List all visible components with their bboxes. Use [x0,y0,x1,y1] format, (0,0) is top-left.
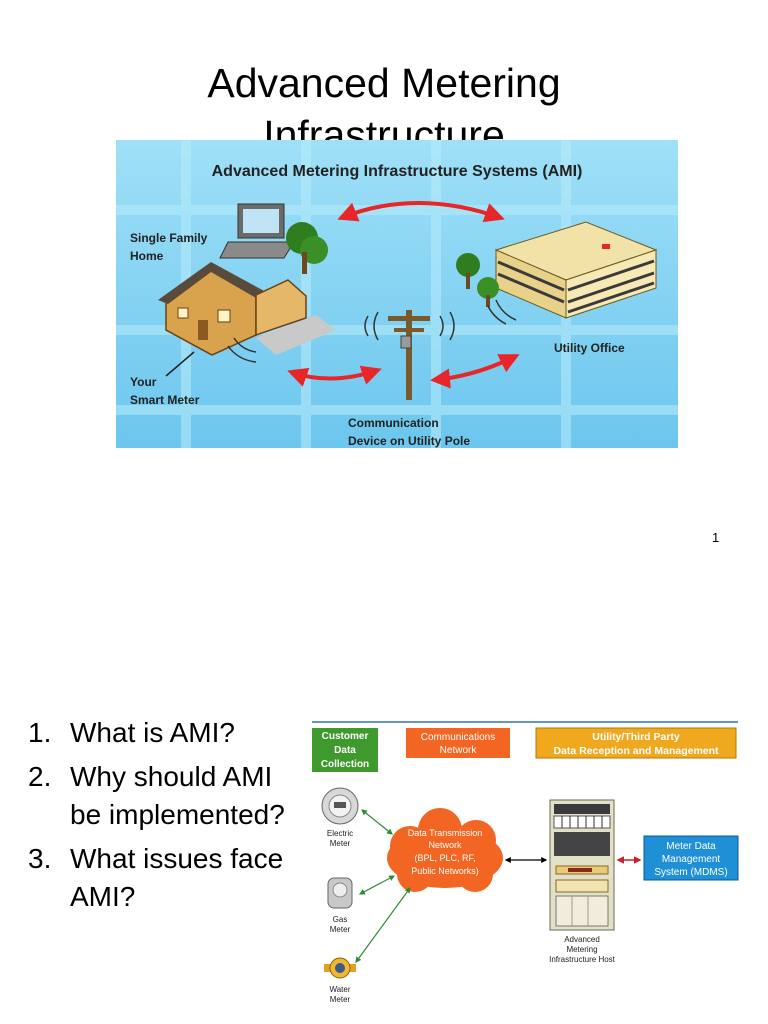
question-item: 1. What is AMI? [28,714,288,752]
water-meter-label-1: Water [329,985,350,994]
arrow-home-pole [287,365,382,387]
customer-box-line-3: Collection [321,759,369,770]
utility-data-box [535,727,737,759]
slide-1: Advanced Metering Infrastructure Advance… [0,57,768,545]
network-cloud-icon [387,808,503,892]
home-label-line-1: Single Family [130,231,208,245]
utility-box-line-2: Data Reception and Management [553,745,719,757]
cloud-line-3: (BPL, PLC, RF, [414,853,475,863]
question-item: 3. What issues face AMI? [28,840,288,916]
water-meter-label-2: Meter [330,995,351,1004]
electric-meter-label-2: Meter [330,839,351,848]
host-label-3: Infrastructure Host [549,955,616,964]
cloud-line-2: Network [428,840,462,850]
ami-systems-illustration: Advanced Metering Infrastructure Systems… [116,140,678,448]
gas-meter-label-2: Meter [330,925,351,934]
computer-icon [219,203,295,259]
ami-data-flow-diagram: Customer Data Collection Communications … [312,721,739,1004]
slide-title: Advanced Metering Infrastructure [0,57,768,161]
cloud-line-4: Public Networks) [411,866,479,876]
arrow-pole-office [430,354,520,389]
office-signal-icon [487,299,517,325]
ami-host-cabinet-icon [549,799,615,931]
utility-box-line-1: Utility/Third Party [592,731,680,743]
question-number: 2. [28,761,52,792]
host-label-1: Advanced [564,935,600,944]
meter-signal-icon [227,337,257,363]
utility-office-icon [494,221,658,319]
question-item: 2. Why should AMI be implemented? [28,758,288,834]
customer-data-box [312,728,378,772]
home-label-line-2: Home [130,249,164,263]
question-list: 1. What is AMI? 2. Why should AMI be imp… [28,714,288,922]
water-meter-icon [324,957,356,979]
question-number: 3. [28,843,52,874]
question-number: 1. [28,717,52,748]
question-text: What is AMI? [70,717,235,748]
mdms-box [643,835,739,881]
cloud-line-1: Data Transmission [408,828,483,838]
customer-box-line-2: Data [334,745,356,756]
office-tree-icon [456,253,499,307]
house-icon [158,262,336,356]
pole-label-line-1: Communication [348,416,439,430]
pole-label-line-2: Device on Utility Pole [348,434,470,448]
communications-network-box [406,728,510,758]
figure-heading: Advanced Metering Infrastructure Systems… [212,163,583,180]
page-number: 1 [712,530,720,545]
electric-meter-label-1: Electric [327,829,353,838]
mdms-line-1: Meter Data [666,841,716,852]
customer-box-line-1: Customer [322,731,369,742]
mdms-line-3: System (MDMS) [654,867,727,878]
arrow-water-cloud [355,887,411,963]
office-label: Utility Office [554,341,625,355]
meter-label-line-1: Your [130,375,157,389]
arrow-gas-cloud [358,875,396,895]
electric-meter-icon [321,787,359,825]
gas-meter-label-1: Gas [333,915,348,924]
tree-icon [286,222,328,274]
meter-pointer-line [165,351,195,377]
mdms-line-2: Management [662,854,721,865]
arrow-home-office [337,201,505,223]
gas-meter-icon [327,877,353,909]
arrow-electric-cloud [361,809,393,835]
utility-pole-icon [364,310,455,400]
title-line-1: Advanced Metering [207,60,561,107]
network-box-line-1: Communications [421,732,495,743]
meter-label-line-2: Smart Meter [130,393,200,407]
question-text: What issues face AMI? [70,843,284,912]
question-text: Why should AMI be implemented? [70,761,285,830]
host-label-2: Metering [566,945,597,954]
network-box-line-2: Network [440,745,478,756]
